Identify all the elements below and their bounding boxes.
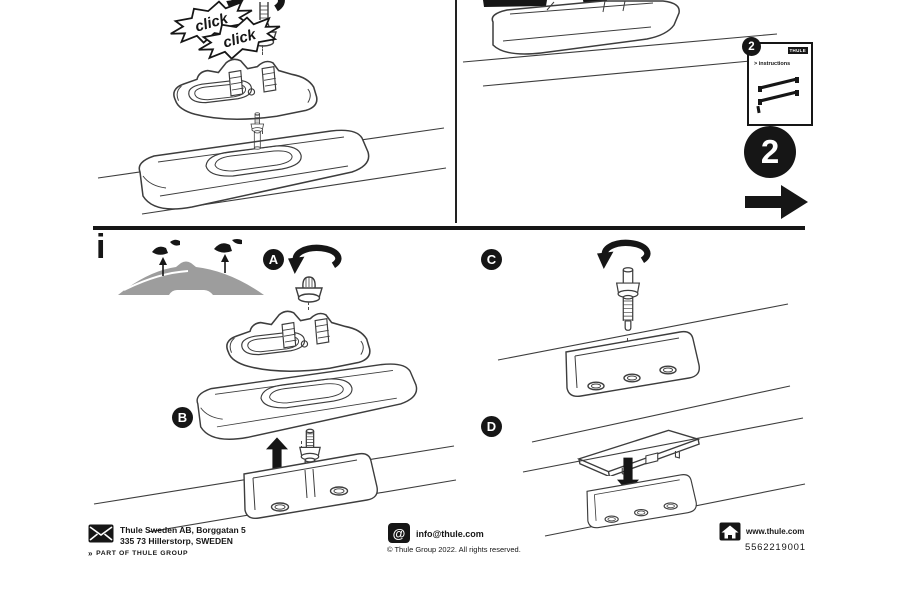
bolt-with-knob-drawing [249,2,277,47]
thule-logo: THULE [787,47,808,54]
next-step-arrow-icon [745,185,808,219]
article-number: 5562219001 [745,542,806,553]
mounted-foot-cutoff-drawing [462,0,778,87]
email-icon: @ [388,523,410,543]
step-d-badge: D [481,416,502,437]
step-c-badge: C [481,249,502,270]
roof-fixpoint-drawing [93,445,457,532]
crossbars-icon [758,77,799,105]
step-a-badge: A [263,249,284,270]
home-icon [719,522,741,541]
section-divider-horizontal [93,226,805,230]
step-b-badge: B [172,407,193,428]
knob-nut-drawing [295,276,323,303]
car-roof-silhouette [118,239,264,295]
booklet-title: > instructions [754,61,791,67]
alignment-dashed-line [308,302,309,310]
copyright-notice: © Thule Group 2022. All rights reserved. [387,545,521,554]
address-block: Thule Sweden AB, Borggatan 5 335 73 Hill… [120,525,246,546]
address-line-1: Thule Sweden AB, Borggatan 5 [120,525,246,535]
click-burst: click [192,7,289,75]
step-number-badge: 2 [744,126,796,178]
address-line-2: 335 73 Hillerstorp, SWEDEN [120,535,233,546]
base-pad-on-roof-drawing [97,112,447,215]
part-of-thule-group: » PART OF THULE GROUP [88,549,188,558]
alignment-dashed-line [301,441,302,449]
website-url: www.thule.com [746,527,805,536]
info-icon: i [96,228,106,266]
arrow-up-icon [266,437,288,469]
panel-divider-vertical [455,0,457,223]
roof-fixpoint-drawing [497,303,791,443]
thule-group-icon: » [88,549,94,558]
alignment-dashed-line [262,45,263,55]
email-address: info@thule.com [416,529,484,539]
roof-fixpoint-drawing [522,417,806,537]
rotate-arrow-icon [288,243,346,276]
instructions-booklet: 2 THULE > instructions [742,37,813,126]
envelope-icon [88,524,114,543]
booklet-step-badge: 2 [742,37,761,56]
booklet-mark [756,105,761,114]
part-of-thule-group-label: PART OF THULE GROUP [96,550,189,557]
